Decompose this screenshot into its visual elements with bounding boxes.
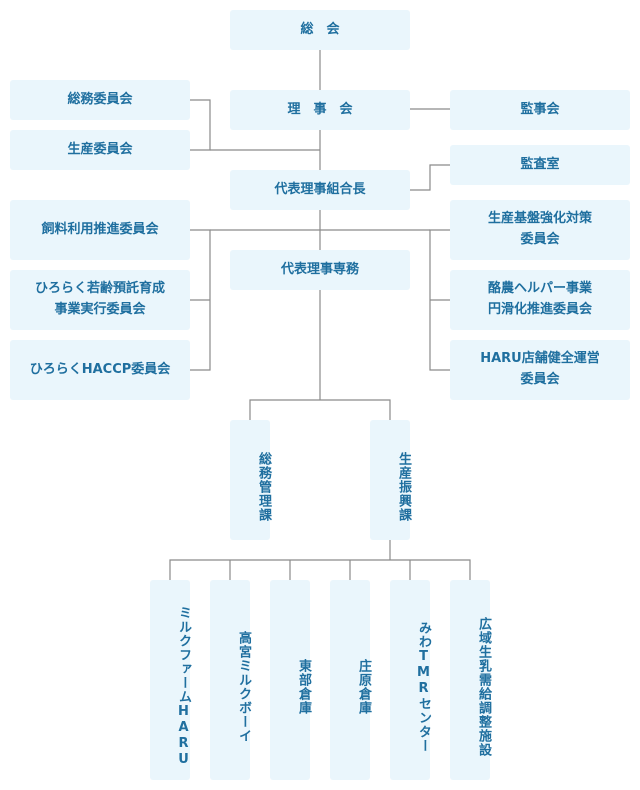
- unit-label: 東部倉庫: [296, 659, 311, 715]
- general-affairs-section-label: 総務管理課: [256, 452, 271, 522]
- feed-committee-box: 飼料利用推進委員会: [10, 200, 190, 260]
- general-meeting-box: 総 会: [230, 10, 410, 50]
- unit-box: 高宮ミルクボーイ: [210, 580, 251, 780]
- unit-label: 広域生乳需給調整施設: [476, 617, 491, 757]
- production-section-box: 生産振興課: [370, 420, 411, 540]
- general-affairs-committee-box: 総務委員会: [10, 80, 190, 120]
- youth-committee-label: ひろらく若齢預託育成 事業実行委員会: [34, 281, 165, 317]
- production-committee-label: 生産委員会: [67, 141, 133, 157]
- feed-committee-label: 飼料利用推進委員会: [41, 221, 159, 237]
- unit-label: 庄原倉庫: [356, 659, 371, 715]
- general-affairs-section-box: 総務管理課: [230, 420, 271, 540]
- managing-director-label: 代表理事専務: [280, 261, 359, 277]
- store-committee-box: HARU店舗健全運営 委員会: [450, 340, 630, 400]
- youth-committee-box: ひろらく若齢預託育成 事業実行委員会: [10, 270, 190, 330]
- president-box: 代表理事組合長: [230, 170, 410, 210]
- board-box: 理 事 会: [230, 90, 410, 130]
- unit-label: みわTMRセンター: [416, 621, 431, 753]
- audit-office-box: 監査室: [450, 145, 630, 185]
- production-committee-box: 生産委員会: [10, 130, 190, 170]
- base-committee-box: 生産基盤強化対策 委員会: [450, 200, 630, 260]
- unit-label: 高宮ミルクボーイ: [236, 631, 251, 743]
- auditor-label: 監事会: [520, 101, 560, 117]
- unit-box: みわTMRセンター: [390, 580, 431, 780]
- store-committee-label: HARU店舗健全運営 委員会: [480, 351, 600, 387]
- general-affairs-committee-label: 総務委員会: [67, 91, 133, 107]
- haccp-committee-box: ひろらくHACCP委員会: [10, 340, 190, 400]
- unit-box: ミルクファームHARU: [150, 580, 191, 780]
- haccp-committee-label: ひろらくHACCP委員会: [29, 361, 171, 377]
- audit-office-label: 監査室: [520, 156, 560, 172]
- unit-label: ミルクファームHARU: [176, 606, 191, 768]
- managing-director-box: 代表理事専務: [230, 250, 410, 290]
- unit-box: 庄原倉庫: [330, 580, 371, 780]
- helper-committee-label: 酪農ヘルパー事業 円滑化推進委員会: [487, 281, 592, 317]
- president-label: 代表理事組合長: [274, 181, 366, 197]
- base-committee-label: 生産基盤強化対策 委員会: [487, 211, 592, 247]
- auditor-box: 監事会: [450, 90, 630, 130]
- helper-committee-box: 酪農ヘルパー事業 円滑化推進委員会: [450, 270, 630, 330]
- general-meeting-label: 総 会: [300, 21, 340, 37]
- board-label: 理 事 会: [287, 101, 353, 117]
- production-section-label: 生産振興課: [396, 452, 411, 522]
- unit-box: 東部倉庫: [270, 580, 311, 780]
- unit-box: 広域生乳需給調整施設: [450, 580, 491, 780]
